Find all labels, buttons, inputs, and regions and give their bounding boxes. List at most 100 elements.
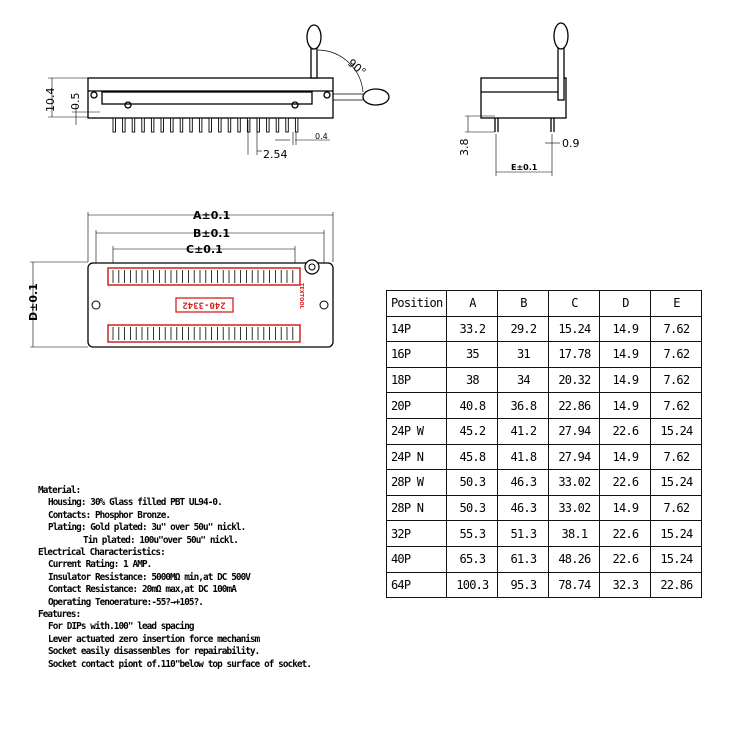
pitch-dimension: 2.54	[263, 148, 288, 161]
table-cell: 95.3	[497, 571, 550, 599]
table-cell: 35	[446, 341, 499, 368]
table-cell: 27.94	[548, 417, 601, 445]
table-cell: 40P	[385, 545, 448, 573]
table-cell: 65.3	[446, 545, 499, 573]
table-cell: 20.32	[548, 366, 601, 394]
table-cell: 24P W	[385, 417, 448, 445]
dim-c-label: C±0.1	[186, 243, 223, 256]
offset-dimension: 0.5	[69, 93, 82, 111]
table-cell: 50.3	[446, 469, 499, 496]
pin	[285, 117, 289, 133]
table-cell: 15.24	[548, 315, 601, 343]
feature-1: For DIPs with.100" lead spacing	[48, 621, 195, 633]
table-cell: 78.74	[548, 571, 601, 599]
specifications-notes: Material:Housing: 30% Glass filled PBT U…	[38, 485, 312, 671]
contact-rows	[107, 267, 301, 343]
table-cell: 22.6	[599, 545, 652, 573]
pin	[189, 117, 193, 133]
feature-4: Socket contact piont of.110"below top su…	[48, 658, 312, 670]
table-header-cell: E	[650, 290, 703, 317]
top-view	[30, 212, 334, 348]
part-number-box	[175, 297, 234, 313]
lever-knob-horizontal	[362, 88, 390, 106]
table-cell: 24P N	[385, 443, 448, 471]
lever-knob	[306, 24, 322, 50]
table-cell: 7.62	[650, 366, 703, 394]
table-cell: 22.6	[599, 417, 652, 445]
insulator-resistance: Insulator Resistance: 5000MΩ min,at DC 5…	[48, 571, 251, 583]
pin	[198, 117, 203, 133]
table-cell: 61.3	[497, 545, 550, 573]
socket-body	[87, 77, 334, 119]
table-header-cell: Position	[385, 290, 448, 317]
dim-b-label: B±0.1	[193, 227, 230, 240]
plating-tin-spec: Tin plated: 100u"over 50u" nickl.	[83, 534, 239, 546]
contacts-spec: Contacts: Phosphor Bronze.	[48, 509, 171, 521]
table-cell: 16P	[385, 341, 448, 368]
table-cell: 7.62	[650, 494, 703, 522]
table-cell: 48.26	[548, 545, 601, 573]
table-cell: 22.86	[650, 571, 703, 599]
row-spacing-dimension: E±0.1	[511, 163, 538, 172]
table-cell: 50.3	[446, 494, 499, 522]
table-cell: 15.24	[650, 417, 703, 445]
pin	[237, 117, 241, 133]
table-cell: 15.24	[650, 469, 703, 496]
table-cell: 7.62	[650, 392, 703, 419]
pin	[275, 117, 280, 133]
table-cell: 22.86	[548, 392, 601, 419]
operating-temperature: Operating Tenoerature:-55?→+105?.	[48, 596, 204, 608]
table-cell: 34	[497, 366, 550, 394]
table-header-cell: B	[497, 290, 550, 317]
dim-a-label: A±0.1	[193, 209, 230, 222]
table-cell: 20P	[385, 392, 448, 419]
current-rating: Current Rating: 1 AMP.	[48, 559, 152, 571]
pin	[131, 117, 136, 133]
table-cell: 32P	[385, 520, 448, 547]
features-heading: Features:	[38, 609, 81, 621]
table-cell: 46.3	[497, 494, 550, 522]
table-cell: 41.8	[497, 443, 550, 471]
end-view	[465, 22, 569, 176]
table-cell: 38	[446, 366, 499, 394]
table-cell: 22.6	[599, 469, 652, 496]
table-header-cell: D	[599, 290, 652, 317]
table-cell: 33.02	[548, 494, 601, 522]
pin-diameter-dimension: 0.9	[562, 137, 580, 150]
contact-row	[107, 324, 301, 343]
angle-label: 90°	[345, 56, 368, 78]
table-cell: 38.1	[548, 520, 601, 547]
pin	[150, 117, 155, 133]
pin-width-dimension: 0.4	[315, 132, 328, 141]
pin	[141, 117, 145, 133]
pin	[246, 117, 251, 133]
pins	[112, 117, 299, 133]
table-cell: 14.9	[599, 392, 652, 419]
table-cell: 15.24	[650, 520, 703, 547]
table-cell: 100.3	[446, 571, 499, 599]
table-cell: 51.3	[497, 520, 550, 547]
table-cell: 27.94	[548, 443, 601, 471]
housing-spec: Housing: 30% Glass filled PBT UL94-0.	[48, 497, 223, 509]
feature-2: Lever actuated zero insertion force mech…	[48, 633, 260, 645]
table-cell: 29.2	[497, 315, 550, 343]
table-cell: 15.24	[650, 545, 703, 573]
table-cell: 28P W	[385, 469, 448, 496]
slider-slot	[101, 91, 313, 105]
dim-d-label: D±0.1	[27, 283, 40, 321]
angle-arc	[317, 49, 364, 93]
part-number: 240-3342	[182, 300, 225, 310]
table-cell: 14.9	[599, 366, 652, 394]
table-cell: 45.8	[446, 443, 499, 471]
table-cell: 31	[497, 341, 550, 368]
pin	[294, 117, 299, 133]
